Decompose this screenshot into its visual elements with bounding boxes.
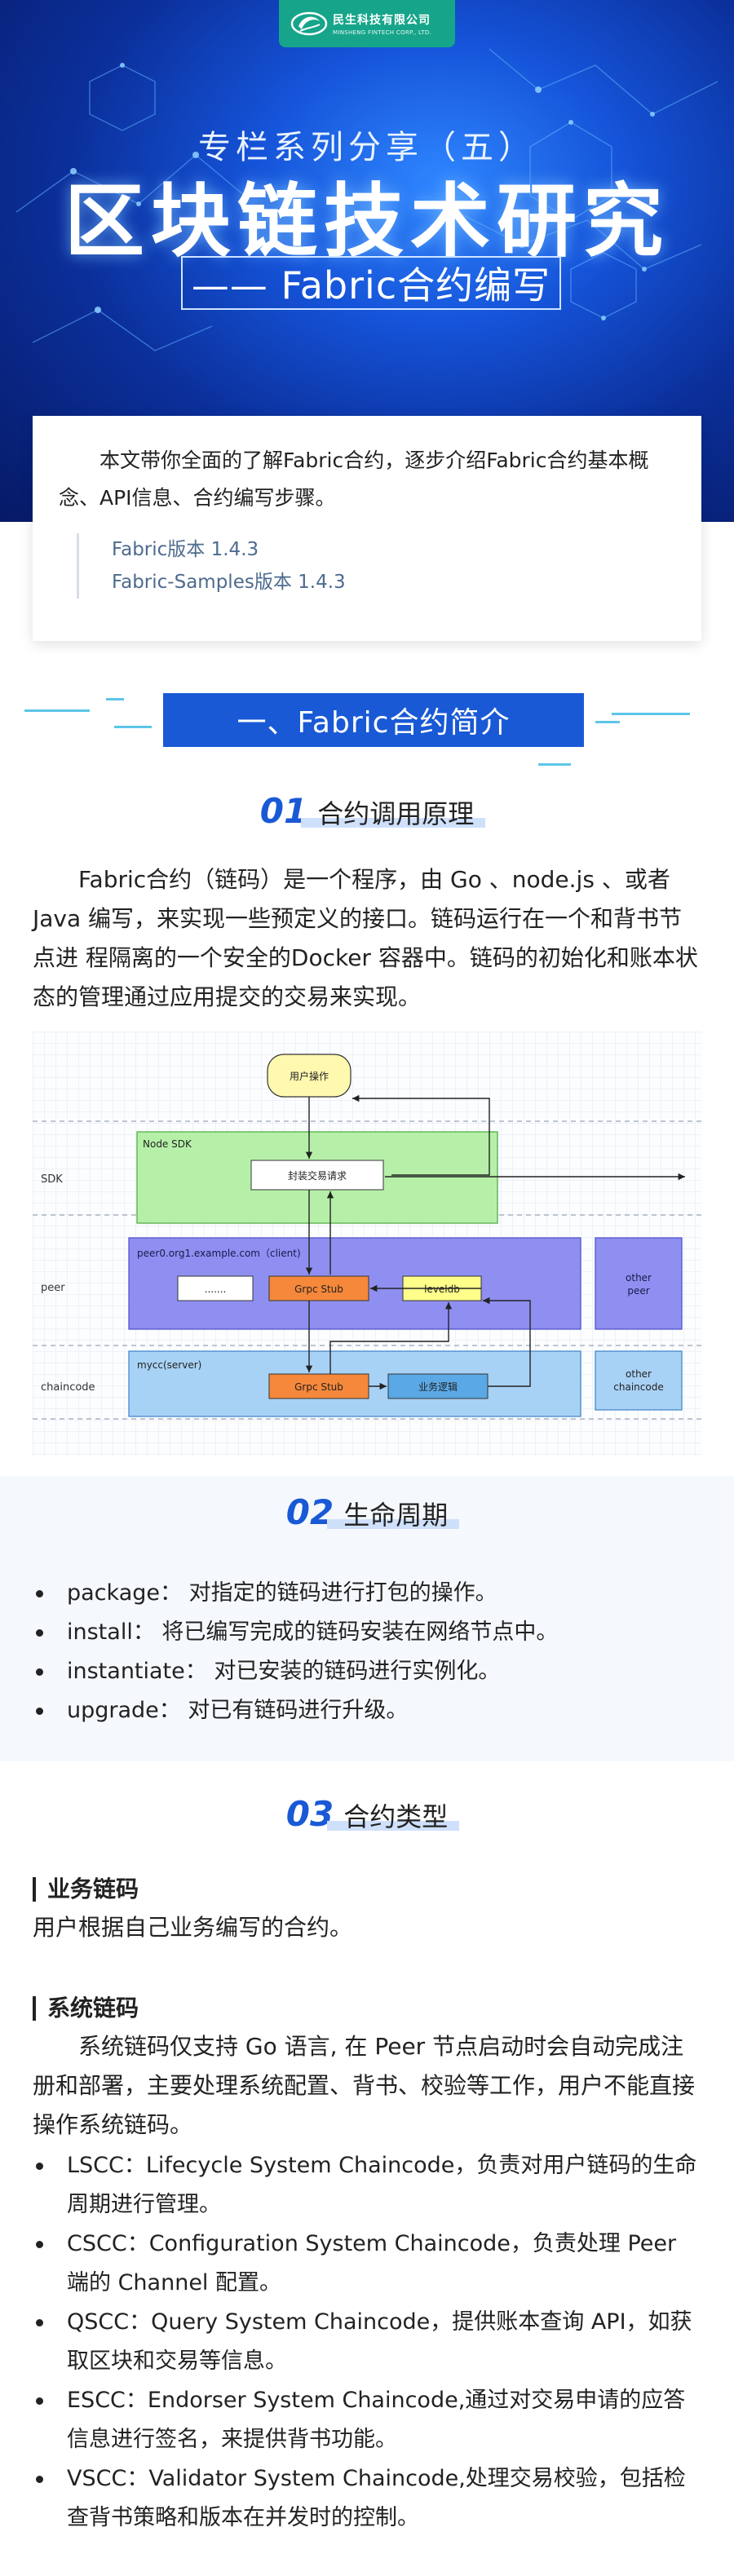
subheading-number: 02 <box>285 1492 334 1532</box>
subheading-number: 03 <box>285 1794 334 1834</box>
diagram-arrows <box>305 1094 685 1390</box>
peer-label: peer0.org1.example.com（client) <box>137 1248 301 1259</box>
other-chaincode-label-2: chaincode <box>613 1381 663 1393</box>
subheading-01: 01 合约调用原理 <box>0 791 734 831</box>
list-item: LSCC：Lifecycle System Chaincode，负责对用户链码的… <box>33 2146 701 2225</box>
decor-line <box>538 763 571 766</box>
list-item: package： 对指定的链码进行打包的操作。 <box>33 1574 701 1613</box>
cc-grpc-stub-label: Grpc Stub <box>294 1381 343 1393</box>
biz-chaincode-text: 用户根据自己业务编写的合约。 <box>33 1914 353 1941</box>
list-item: install： 将已编写完成的链码安装在网络节点中。 <box>33 1613 701 1652</box>
lane-label-chaincode: chaincode <box>41 1381 95 1394</box>
sys-chaincode-heading: 系统链码 <box>33 1996 139 2021</box>
package-tx-node <box>250 1160 384 1191</box>
cc-grpc-stub-node <box>268 1373 369 1399</box>
decor-line <box>595 721 620 723</box>
list-item: instantiate： 对已安装的链码进行实例化。 <box>33 1652 701 1691</box>
main-title: 区块链技术研究 <box>64 175 670 268</box>
chaincode-call-diagram: SDK peer chaincode 用户操作 Node SDK 封装交易请求 … <box>33 1032 701 1456</box>
decor-line <box>612 713 690 715</box>
node-sdk-box <box>136 1131 498 1224</box>
user-op-label: 用户操作 <box>290 1070 329 1082</box>
subheading-03: 03 合约类型 <box>0 1794 734 1834</box>
intro-card: 本文带你全面的了解Fabric合约，逐步介绍Fabric合约基本概念、API信息… <box>33 416 701 641</box>
node-sdk-label: Node SDK <box>143 1138 192 1150</box>
lifecycle-list: package： 对指定的链码进行打包的操作。 install： 将已编写完成的… <box>33 1574 701 1730</box>
network-background <box>15 48 719 351</box>
subheading-02: 02 生命周期 <box>0 1492 734 1532</box>
fabric-version: Fabric版本 1.4.3 <box>112 539 259 560</box>
system-chaincode-list: LSCC：Lifecycle System Chaincode，负责对用户链码的… <box>33 2146 701 2538</box>
series-title: 专栏系列分享（五） <box>198 129 536 166</box>
other-peer-label-1: other <box>626 1272 652 1284</box>
decor-line <box>24 709 90 712</box>
section-title: 一、Fabric合约简介 <box>163 693 584 747</box>
list-item: upgrade： 对已有链码进行升级。 <box>33 1691 701 1730</box>
subheading-text: 生命周期 <box>343 1500 449 1531</box>
list-item: ESCC：Endorser System Chaincode,通过对交易申请的应… <box>33 2381 701 2459</box>
logo-mark-icon <box>290 11 328 36</box>
decor-line <box>114 726 152 728</box>
biz-logic-label: 业务逻辑 <box>418 1381 458 1393</box>
version-block: Fabric版本 1.4.3 Fabric-Samples版本 1.4.3 <box>77 533 675 599</box>
logo-company-cn: 民生科技有限公司 <box>333 14 431 27</box>
subheading-number: 01 <box>259 791 308 831</box>
mycc-label: mycc(server) <box>137 1359 201 1371</box>
lane-label-peer: peer <box>41 1282 65 1294</box>
sys-chaincode-text: 系统链码仅支持 Go 语言, 在 Peer 节点启动时会自动完成注册和部署，主要… <box>33 2033 696 2138</box>
biz-logic-node <box>387 1373 489 1399</box>
lane-label-sdk: SDK <box>41 1173 63 1186</box>
biz-chaincode-heading: 业务链码 <box>33 1877 139 1902</box>
list-item: QSCC：Query System Chaincode，提供账本查询 API，如… <box>33 2303 701 2381</box>
company-logo: 民生科技有限公司 MINSHENG FINTECH CORP., LTD. <box>279 0 455 47</box>
main-subtitle: —— Fabric合约编写 <box>181 256 561 310</box>
decor-line <box>106 698 124 700</box>
peer-grpc-stub-node <box>268 1275 369 1301</box>
fabric-samples-version: Fabric-Samples版本 1.4.3 <box>112 572 346 593</box>
other-peer-box <box>595 1237 683 1330</box>
subheading-text: 合约调用原理 <box>317 798 475 829</box>
logo-company-en: MINSHENG FINTECH CORP., LTD. <box>333 29 432 36</box>
peer-dots-node <box>177 1275 254 1301</box>
package-tx-label: 封装交易请求 <box>288 1169 347 1182</box>
principle-paragraph: Fabric合约（链码）是一个程序，由 Go 、node.js 、或者 Java… <box>33 866 698 1010</box>
section-banner-area: 一、Fabric合约简介 <box>0 685 734 775</box>
other-chaincode-box <box>595 1350 683 1411</box>
peer-dots-label: ....... <box>205 1284 227 1295</box>
intro-text: 本文带你全面的了解Fabric合约，逐步介绍Fabric合约基本概念、API信息… <box>59 448 649 510</box>
other-chaincode-label-1: other <box>626 1368 652 1380</box>
other-peer-label-2: peer <box>627 1285 649 1297</box>
subheading-text: 合约类型 <box>343 1801 449 1832</box>
peer-grpc-stub-label: Grpc Stub <box>294 1284 343 1295</box>
leveldb-label: leveldb <box>424 1284 460 1295</box>
list-item: VSCC：Validator System Chaincode,处理交易校验，包… <box>33 2459 701 2538</box>
list-item: CSCC：Configuration System Chaincode，负责处理… <box>33 2225 701 2303</box>
diagram-svg: SDK peer chaincode 用户操作 Node SDK 封装交易请求 … <box>33 1054 701 1420</box>
